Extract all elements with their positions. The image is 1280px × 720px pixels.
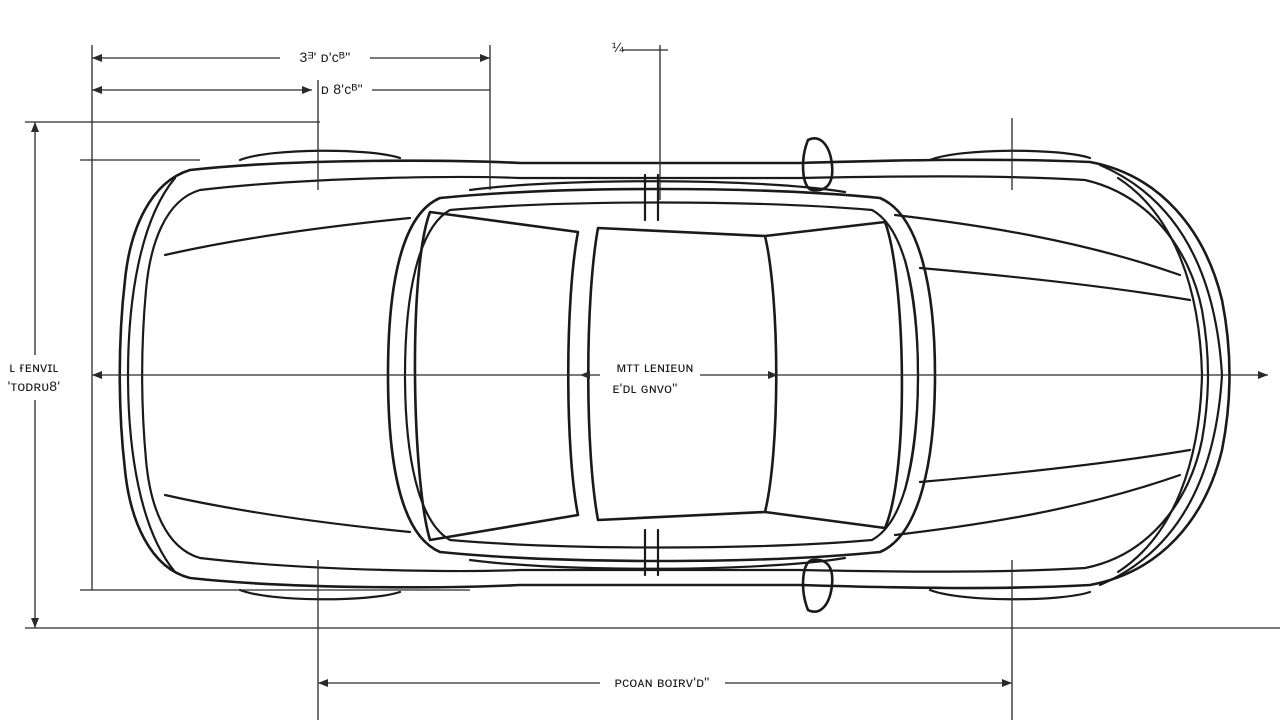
door-seam-right: [643, 528, 660, 577]
front-left-wheel-arch: [928, 149, 1092, 162]
dim-wheelbase: [318, 679, 1012, 687]
body-outline: [118, 158, 1231, 590]
hood-line-upper: [893, 213, 1182, 277]
hood-crease-upper: [918, 266, 1192, 302]
side-window-bottom: [468, 556, 847, 570]
cabin-inner-outline: [403, 201, 920, 549]
cabin-outline: [386, 187, 937, 563]
trunk-line-lower: [163, 493, 412, 534]
dimension-lines: [25, 45, 1280, 720]
right-side-mirror: [801, 558, 834, 613]
body-inner-outline: [141, 175, 1210, 573]
dimension-labels: 3ᴲ' ᴅ'ᴄᴮ" ᴅ 8'ᴄᴮ" ¼ ʟ ғᴇɴᴠɪʟ 'ᴛᴏᴅʀᴜ8' ᴍᴛ…: [8, 39, 710, 690]
hood-line-lower: [893, 473, 1182, 537]
label-center-1: ᴍᴛᴛ ʟᴇɴɪᴇᴜɴ: [616, 359, 693, 375]
cowl-line-lower: [903, 373, 920, 492]
hood-crease-lower: [918, 448, 1192, 484]
rear-window: [413, 210, 580, 542]
windshield: [763, 220, 904, 530]
dim-centerline: [92, 371, 1268, 379]
label-wheelbase: ᴘᴄᴏᴀɴ ʙᴏɪʀᴠ'ᴅ": [614, 674, 709, 690]
dim-overall-top: [92, 54, 490, 62]
label-overall-width-1: ʟ ғᴇɴᴠɪʟ: [9, 359, 58, 375]
front-right-wheel-arch: [928, 588, 1092, 601]
left-side-mirror: [801, 137, 834, 192]
rear-left-wheel-arch: [238, 149, 402, 162]
label-overall-top: 3ᴲ' ᴅ'ᴄᴮ": [300, 49, 351, 65]
label-center-2: ᴇ'ᴅʟ ɢɴᴠᴏ": [612, 380, 677, 396]
label-partial-top: ᴅ 8'ᴄᴮ": [321, 81, 363, 97]
cowl-line-upper: [903, 258, 920, 377]
label-overall-width-2: 'ᴛᴏᴅʀᴜ8': [8, 378, 61, 394]
roof-panel: [586, 226, 778, 522]
dim-partial-top: [92, 86, 490, 94]
car-body: [118, 137, 1231, 613]
label-marker-top: ¼: [612, 39, 624, 55]
trunk-line-upper: [163, 216, 412, 257]
door-seam-left: [643, 173, 660, 222]
dim-overall-width: [31, 122, 39, 628]
rear-right-wheel-arch: [238, 588, 402, 601]
